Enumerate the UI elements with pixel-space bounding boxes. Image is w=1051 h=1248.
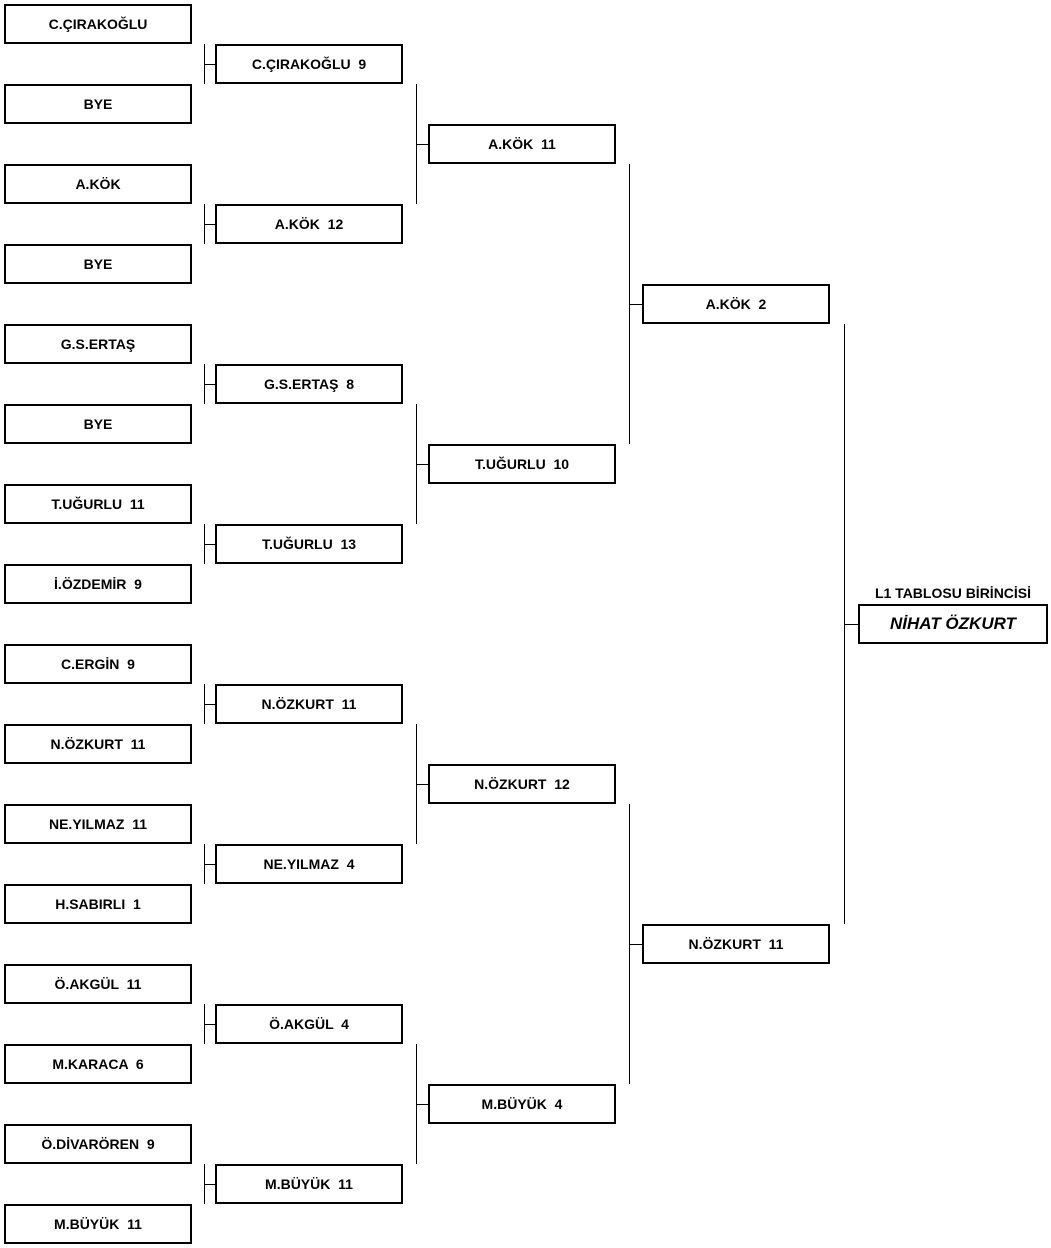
match-box-round1-1: C.ÇIRAKOĞLU xyxy=(4,4,192,44)
match-box-round1-13: Ö.AKGÜL 11 xyxy=(4,964,192,1004)
match-box-round2-8: M.BÜYÜK 11 xyxy=(215,1164,403,1204)
match-box-round3-4: M.BÜYÜK 4 xyxy=(428,1084,616,1124)
match-box-round1-4: BYE xyxy=(4,244,192,284)
match-box-round2-5: N.ÖZKURT 11 xyxy=(215,684,403,724)
match-box-round1-5: G.S.ERTAŞ xyxy=(4,324,192,364)
match-box-round4-1: A.KÖK 2 xyxy=(642,284,830,324)
match-box-round1-9: C.ERGİN 9 xyxy=(4,644,192,684)
match-box-round1-12: H.SABIRLI 1 xyxy=(4,884,192,924)
match-box-round1-11: NE.YILMAZ 11 xyxy=(4,804,192,844)
match-box-round1-16: M.BÜYÜK 11 xyxy=(4,1204,192,1244)
match-box-round1-14: M.KARACA 6 xyxy=(4,1044,192,1084)
match-box-round2-1: C.ÇIRAKOĞLU 9 xyxy=(215,44,403,84)
match-box-round1-2: BYE xyxy=(4,84,192,124)
match-box-round2-6: NE.YILMAZ 4 xyxy=(215,844,403,884)
match-box-round1-15: Ö.DİVARÖREN 9 xyxy=(4,1124,192,1164)
match-box-round1-8: İ.ÖZDEMİR 9 xyxy=(4,564,192,604)
match-box-round1-7: T.UĞURLU 11 xyxy=(4,484,192,524)
match-box-round1-6: BYE xyxy=(4,404,192,444)
match-box-round1-10: N.ÖZKURT 11 xyxy=(4,724,192,764)
match-box-round4-2: N.ÖZKURT 11 xyxy=(642,924,830,964)
champion-label: L1 TABLOSU BİRİNCİSİ xyxy=(874,585,1032,601)
match-box-round2-3: G.S.ERTAŞ 8 xyxy=(215,364,403,404)
match-box-round3-1: A.KÖK 11 xyxy=(428,124,616,164)
match-box-round3-2: T.UĞURLU 10 xyxy=(428,444,616,484)
match-box-round2-2: A.KÖK 12 xyxy=(215,204,403,244)
match-box-round3-3: N.ÖZKURT 12 xyxy=(428,764,616,804)
match-box-round2-7: Ö.AKGÜL 4 xyxy=(215,1004,403,1044)
match-box-round1-3: A.KÖK xyxy=(4,164,192,204)
champion-box: NİHAT ÖZKURT xyxy=(858,604,1048,644)
match-box-round2-4: T.UĞURLU 13 xyxy=(215,524,403,564)
